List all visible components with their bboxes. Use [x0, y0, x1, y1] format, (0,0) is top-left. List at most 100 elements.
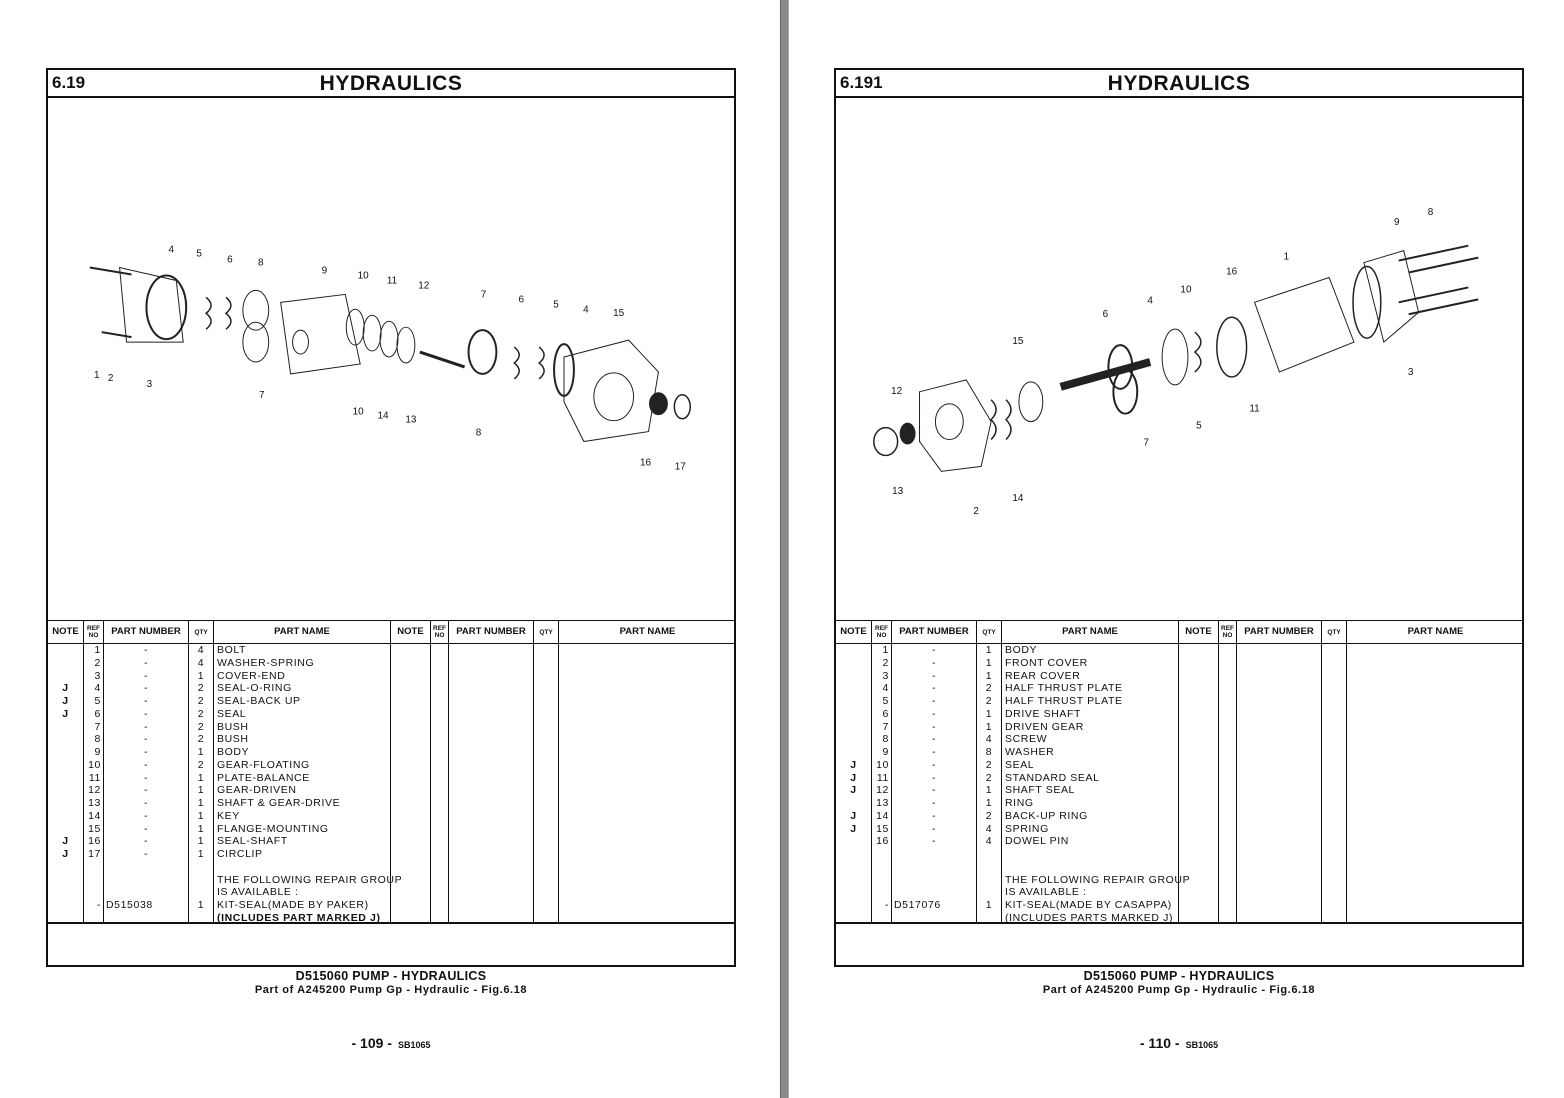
- cell-qty: 2: [985, 758, 993, 771]
- cell-qty: 1: [985, 707, 993, 720]
- gear: [379, 320, 399, 358]
- gear: [396, 326, 416, 364]
- cell-ref: 7: [882, 720, 889, 733]
- cell-ref: 6: [94, 707, 101, 720]
- cell-note: [48, 733, 83, 746]
- cell-qty: 1: [197, 669, 205, 682]
- cell-note: J: [62, 695, 69, 707]
- header-qty: QTY: [534, 621, 558, 644]
- callout-label: 7: [259, 390, 265, 401]
- bush: [467, 329, 498, 375]
- callout-label: 13: [892, 486, 904, 497]
- page-number-value: - 109 -: [351, 1035, 392, 1051]
- callout-label: 11: [387, 275, 398, 286]
- repair-group-name: THE FOLLOWING REPAIR GROUP: [217, 873, 403, 886]
- cell-qty: 1: [197, 771, 205, 784]
- cell-ref: 13: [876, 797, 889, 809]
- callout-label: 15: [1012, 336, 1024, 347]
- cell-ref: 14: [88, 809, 101, 822]
- cell-name: SHAFT & GEAR-DRIVE: [217, 797, 341, 809]
- screw: [1408, 256, 1479, 274]
- cell-ref: 6: [882, 707, 889, 720]
- cell-part: -: [143, 784, 149, 797]
- cell-qty: 2: [985, 771, 993, 784]
- seal: [204, 296, 212, 330]
- cell-ref: 5: [882, 695, 889, 707]
- cell-note: [48, 657, 83, 670]
- repair-group-note: [836, 899, 871, 912]
- callout-label: 8: [1428, 207, 1434, 218]
- cell-note: [48, 670, 83, 683]
- cell-name: DRIVE SHAFT: [1005, 707, 1082, 720]
- column-qty-2: QTY: [534, 621, 559, 922]
- column-part-2: PART NUMBER: [449, 621, 534, 922]
- cell-name: FLANGE-MOUNTING: [217, 822, 329, 835]
- repair-group-qty: [977, 912, 1001, 925]
- repair-group-qty: [977, 874, 1001, 887]
- end-cover: [119, 266, 184, 343]
- cell-qty: 1: [197, 835, 205, 848]
- cell-name: DRIVEN GEAR: [1005, 720, 1084, 733]
- repair-group-part: [892, 874, 976, 887]
- cover-bore: [934, 403, 964, 441]
- section-title: HYDRAULICS: [319, 72, 463, 95]
- cell-ref: 9: [94, 746, 101, 758]
- header-part: PART NUMBER: [104, 621, 188, 644]
- screw: [1408, 298, 1479, 316]
- cell-ref: 12: [876, 784, 889, 797]
- callout-label: 6: [227, 255, 233, 266]
- cell-ref: 10: [88, 758, 101, 771]
- cell-qty: 2: [985, 682, 993, 695]
- cell-name: SEAL-BACK UP: [217, 695, 301, 707]
- header-ref: REF NO: [84, 621, 103, 644]
- cell-qty: 1: [197, 784, 205, 797]
- callout-label: 6: [518, 294, 524, 305]
- cell-part: -: [143, 656, 149, 669]
- repair-group-note: [48, 912, 83, 925]
- repair-group-note: [836, 874, 871, 887]
- callout-label: 1: [94, 370, 100, 381]
- back-up-ring: [990, 399, 997, 441]
- page-number-value: - 110 -: [1139, 1035, 1180, 1051]
- column-ref-2: REF NO: [431, 621, 449, 922]
- flange-bore: [593, 372, 635, 422]
- cell-note: [836, 733, 871, 746]
- repair-group-ref: [84, 874, 103, 887]
- circlip: [673, 394, 692, 420]
- cell-ref: 3: [94, 669, 101, 682]
- repair-group-ref: [872, 874, 891, 887]
- header-ref: REF NO: [431, 621, 448, 644]
- cell-part: -: [931, 746, 937, 758]
- cell-qty: 1: [985, 797, 993, 809]
- cell-ref: 10: [876, 758, 889, 771]
- repair-group-name: KIT-SEAL(MADE BY PAKER): [217, 899, 369, 911]
- body: [280, 293, 361, 375]
- cell-name: SEAL: [1005, 758, 1035, 771]
- repair-group-qty: 1: [197, 899, 205, 911]
- cell-qty: 2: [197, 707, 205, 720]
- cell-name: BODY: [217, 746, 250, 758]
- cell-name: SEAL-O-RING: [217, 682, 292, 695]
- cell-note: [48, 810, 83, 823]
- cell-ref: 17: [88, 848, 101, 860]
- cell-name: HALF THRUST PLATE: [1005, 695, 1123, 707]
- cell-qty: 2: [985, 695, 993, 707]
- cell-qty: 4: [985, 733, 993, 746]
- repair-group-ref: [872, 912, 891, 925]
- seal: [537, 346, 545, 380]
- cell-name: CIRCLIP: [217, 848, 263, 860]
- repair-group-part: [104, 886, 188, 899]
- drive-gear: [1107, 344, 1134, 390]
- cell-qty: 4: [985, 835, 993, 848]
- column-note-2: NOTE: [1179, 621, 1219, 922]
- cell-part: -: [143, 695, 149, 707]
- cell-name: BACK-UP RING: [1005, 809, 1088, 822]
- cell-name: DOWEL PIN: [1005, 835, 1069, 848]
- callout-label: 16: [640, 457, 652, 468]
- header-note: NOTE: [48, 621, 83, 644]
